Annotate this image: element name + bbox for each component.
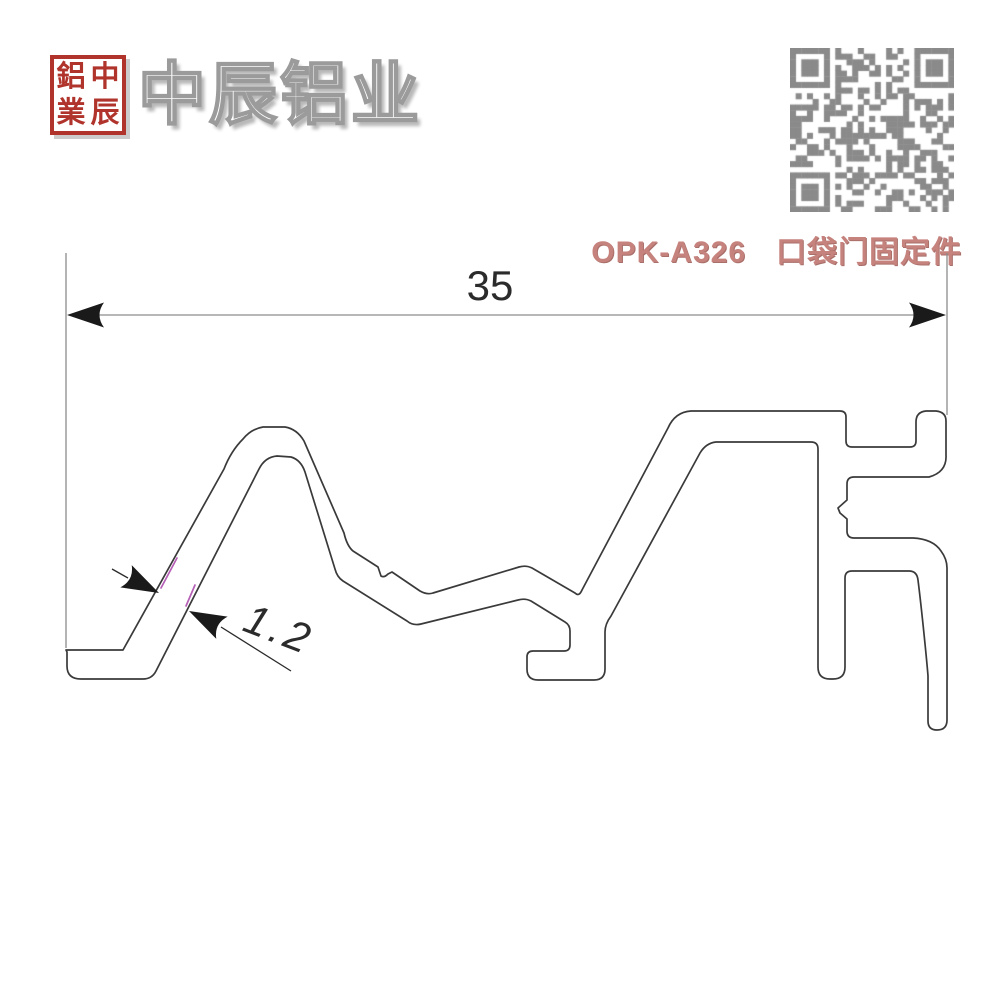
width-dimension-value: 35 bbox=[467, 262, 514, 309]
highlight-outer-edge bbox=[160, 557, 178, 589]
thickness-leader-lower bbox=[220, 626, 292, 672]
product-code: OPK-A326 bbox=[591, 236, 746, 269]
seal-char: 辰 bbox=[90, 96, 120, 129]
qr-code bbox=[790, 48, 954, 212]
company-name: 中辰铝业 bbox=[137, 57, 423, 134]
product-code-label: OPK-A326 口袋门固定件 bbox=[591, 227, 962, 271]
product-name: 口袋门固定件 bbox=[776, 236, 962, 269]
highlight-inner-edge bbox=[185, 584, 196, 607]
thickness-leader-upper bbox=[111, 568, 129, 579]
thickness-arrow-upper-icon bbox=[120, 565, 159, 593]
seal-char: 鋁 bbox=[56, 60, 86, 93]
seal-char: 業 bbox=[56, 96, 86, 129]
dim-arrow-left-icon bbox=[67, 302, 104, 328]
thickness-arrow-lower-icon bbox=[189, 611, 228, 639]
thickness-dimension-value: 1.2 bbox=[238, 595, 321, 664]
company-seal: 鋁 中 業 辰 bbox=[50, 55, 126, 135]
seal-char: 中 bbox=[90, 60, 120, 93]
dim-arrow-right-icon bbox=[909, 302, 946, 328]
profile-outline bbox=[65, 410, 948, 731]
